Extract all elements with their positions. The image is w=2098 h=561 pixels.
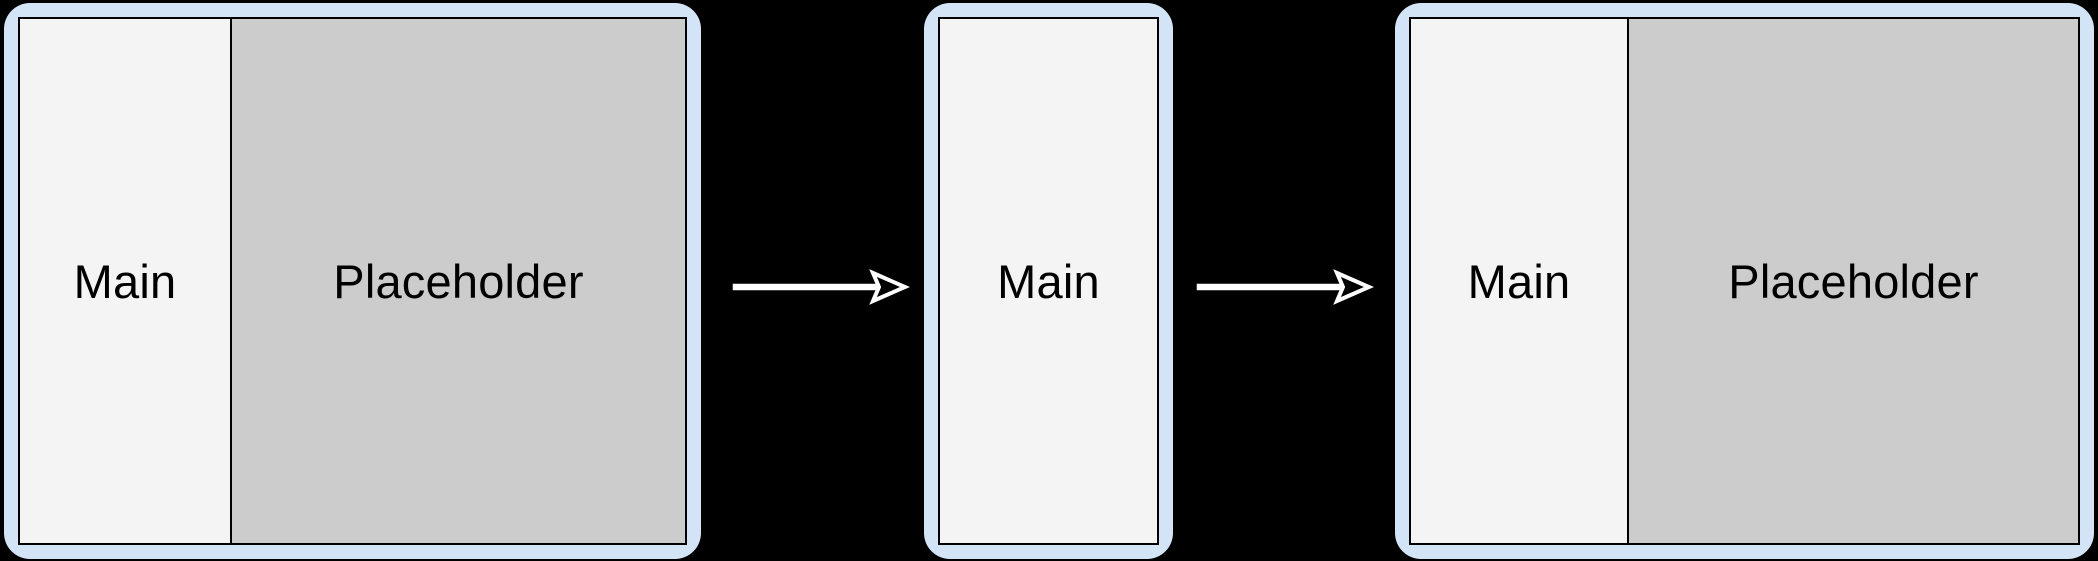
region-placeholder-label: Placeholder <box>1728 254 1979 308</box>
window-content-area: Main <box>938 17 1159 545</box>
window-main-only[interactable]: Main <box>924 3 1173 559</box>
window-split-before[interactable]: Main Placeholder <box>4 3 701 559</box>
window-content-area: Main Placeholder <box>1409 17 2080 545</box>
region-main[interactable]: Main <box>20 19 232 543</box>
region-placeholder-label: Placeholder <box>333 254 584 308</box>
region-main-label: Main <box>73 254 177 308</box>
window-split-after[interactable]: Main Placeholder <box>1395 3 2094 559</box>
region-main[interactable]: Main <box>1411 19 1629 543</box>
region-main-label: Main <box>997 254 1100 308</box>
region-main-label: Main <box>1467 254 1571 308</box>
arrow-right-icon <box>732 269 910 305</box>
region-main[interactable]: Main <box>940 19 1157 543</box>
region-placeholder[interactable]: Placeholder <box>232 19 685 543</box>
window-content-area: Main Placeholder <box>18 17 687 545</box>
region-placeholder[interactable]: Placeholder <box>1629 19 2078 543</box>
transition-arrow-2 <box>1196 263 1374 311</box>
arrow-right-icon <box>1196 269 1374 305</box>
transition-arrow-1 <box>732 263 910 311</box>
